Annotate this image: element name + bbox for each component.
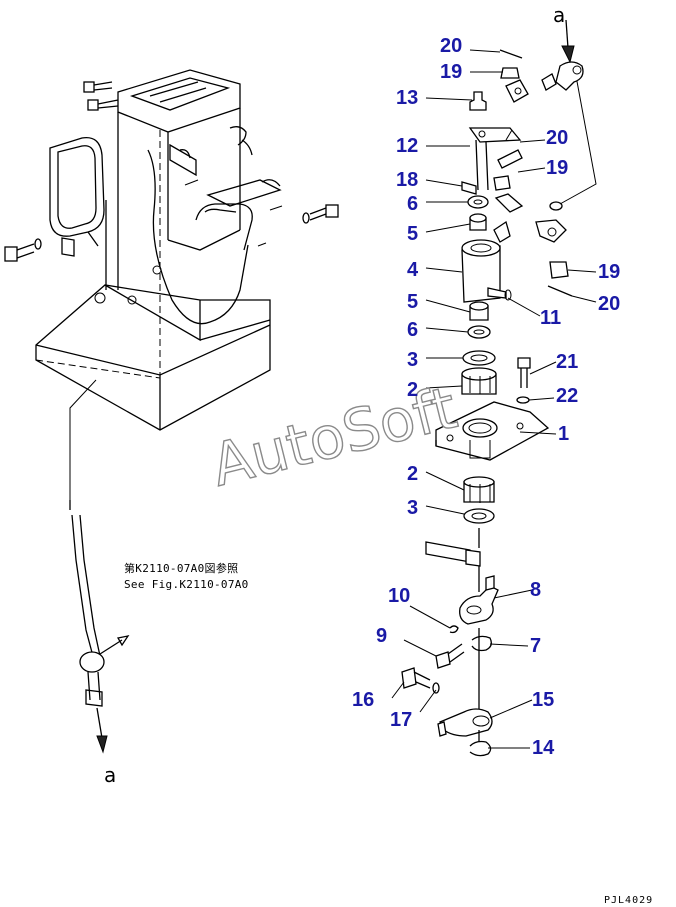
callout-3: 3 — [407, 497, 418, 519]
reference-arrow-down — [96, 707, 108, 754]
callout-16: 16 — [352, 689, 374, 711]
callout-11: 11 — [540, 307, 561, 329]
lever-shaft — [425, 528, 481, 592]
part-18-pin — [461, 181, 477, 195]
reference-arrow-top — [559, 19, 597, 205]
callout-13: 13 — [396, 87, 418, 109]
control-cable — [69, 379, 130, 707]
lever-bracket — [147, 126, 283, 325]
callout-17: 17 — [390, 709, 412, 731]
part-1-mounting-plate — [435, 401, 550, 461]
part-19-nuts — [493, 175, 573, 297]
callout-5: 5 — [407, 223, 418, 245]
reference-mark-bottom: a — [104, 763, 116, 787]
callout-6: 6 — [407, 319, 418, 341]
small-fasteners — [435, 625, 492, 712]
part-4-shaft-housing — [461, 220, 512, 303]
part-21-22-bolt-washer — [516, 357, 531, 404]
part-15-lower-arm — [437, 708, 493, 742]
upper-bushings — [467, 195, 489, 231]
leader-lines — [391, 49, 597, 749]
part-13-grease-fitting — [469, 91, 487, 111]
callout-21: 21 — [556, 351, 578, 373]
callout-19: 19 — [440, 61, 462, 83]
callout-20: 20 — [598, 293, 620, 315]
callout-18: 18 — [396, 169, 418, 191]
callout-22: 22 — [556, 385, 578, 407]
callout-20: 20 — [546, 127, 568, 149]
lower-bearings — [463, 476, 495, 524]
callout-12: 12 — [396, 135, 418, 157]
watermark: AutoSoft — [205, 373, 463, 499]
console-housing — [35, 69, 271, 431]
callout-2: 2 — [407, 379, 418, 401]
callout-19: 19 — [546, 157, 568, 179]
middle-bearings — [461, 301, 497, 395]
callout-15: 15 — [532, 689, 554, 711]
callout-9: 9 — [376, 625, 387, 647]
callout-5: 5 — [407, 291, 418, 313]
callout-3: 3 — [407, 349, 418, 371]
reference-mark-top: a — [553, 3, 565, 27]
callout-14: 14 — [532, 737, 555, 759]
callout-10: 10 — [388, 585, 410, 607]
callout-19: 19 — [598, 261, 620, 283]
mounting-bolts — [4, 81, 339, 262]
cross-reference-note-en: See Fig.K2110-07A0 — [124, 578, 249, 591]
callout-8: 8 — [530, 579, 541, 601]
callout-20: 20 — [440, 35, 462, 57]
part-14-snap-ring — [469, 740, 492, 757]
part-8-lever-arm — [459, 575, 499, 625]
callout-6: 6 — [407, 193, 418, 215]
callout-2: 2 — [407, 463, 418, 485]
top-linkage — [499, 49, 584, 211]
callout-1: 1 — [558, 423, 569, 445]
part-16-17-bolt-washer — [401, 667, 440, 694]
cross-reference-note-jp: 第K2110-07A0図参照 — [124, 561, 238, 575]
part-12-lever — [468, 127, 523, 191]
grab-handle — [49, 136, 105, 257]
callout-7: 7 — [530, 635, 541, 657]
callout-4: 4 — [407, 259, 419, 281]
drawing-code: PJL4029 — [604, 895, 653, 906]
